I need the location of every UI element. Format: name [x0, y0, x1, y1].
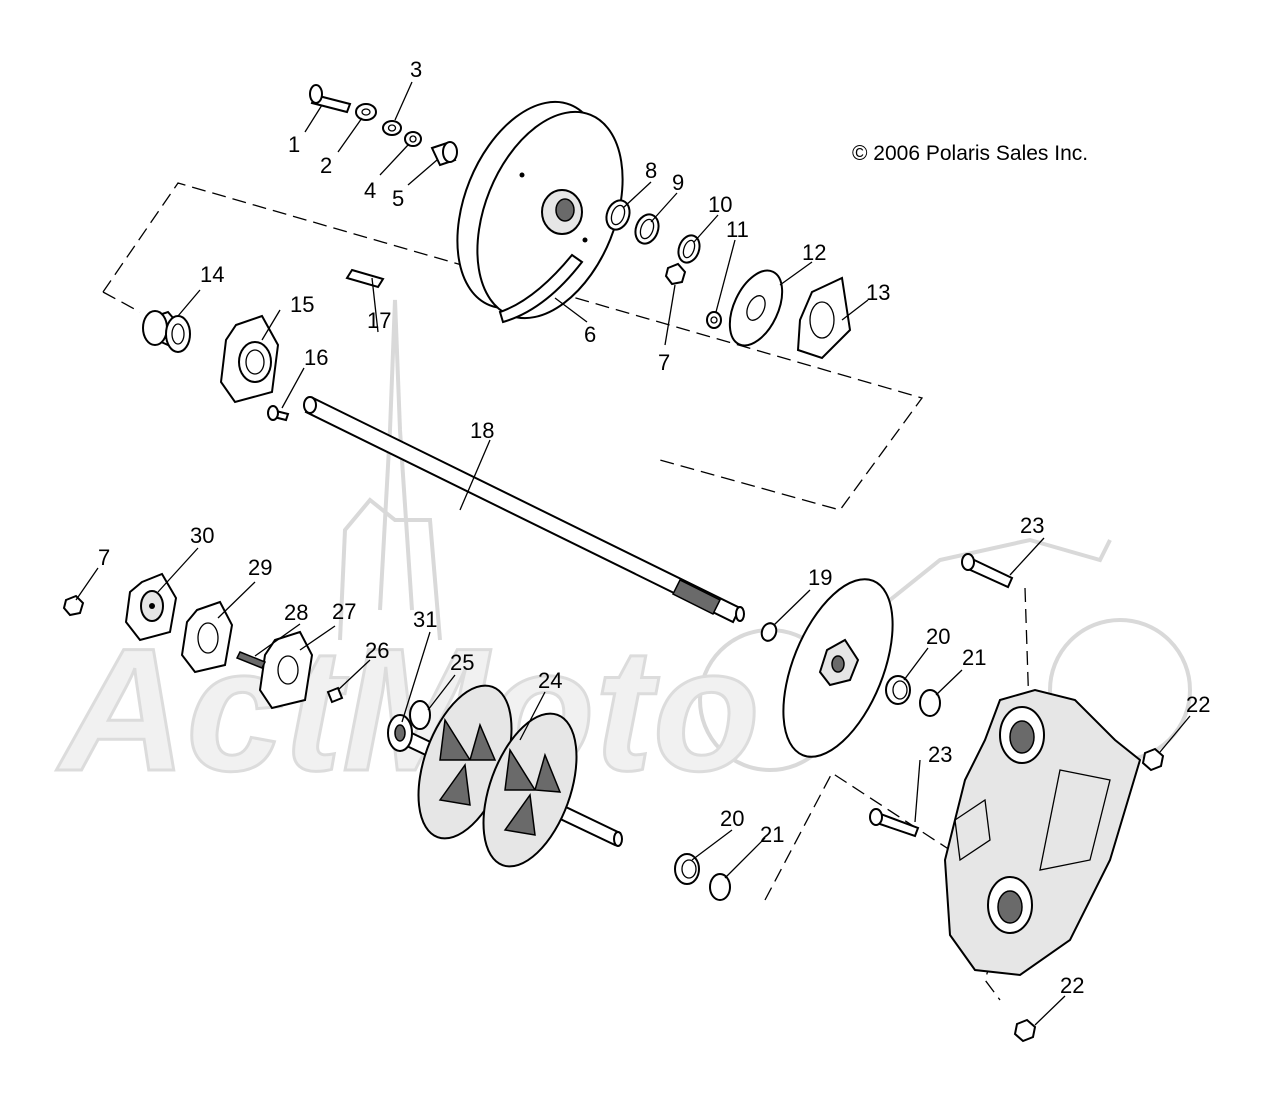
callout-26: 26 [365, 638, 389, 663]
callout-28: 28 [284, 600, 308, 625]
callout-30: 30 [190, 523, 214, 548]
part-27-flange [258, 630, 314, 710]
callout-22-lower: 22 [1060, 973, 1084, 998]
part-21-seal-upper [919, 689, 941, 717]
part-13-bearing-flange [796, 276, 852, 360]
callout-24: 24 [538, 668, 562, 693]
callout-17: 17 [367, 308, 391, 333]
part-22-nut-upper [1141, 747, 1165, 772]
part-20-bushing-lower [674, 853, 700, 885]
callout-numbers: 1 2 3 4 5 6 7 8 9 10 11 12 13 14 15 16 1… [98, 57, 1210, 998]
part-18-shaft [303, 396, 745, 624]
part-3-washer [382, 120, 402, 136]
part-9-ring [634, 213, 660, 245]
callout-3: 3 [410, 57, 422, 82]
part-30-cover [124, 572, 178, 642]
part-15-flange [219, 314, 280, 404]
part-24-drive-sprockets [388, 684, 623, 868]
part-26-plug [326, 686, 344, 704]
part-28-spring [235, 651, 267, 669]
callout-31: 31 [413, 607, 437, 632]
callout-16: 16 [304, 345, 328, 370]
callout-7-upper: 7 [658, 350, 670, 375]
callout-15: 15 [290, 292, 314, 317]
callout-20-upper: 20 [926, 624, 950, 649]
leader-lines [75, 81, 1191, 1026]
callout-10: 10 [708, 192, 732, 217]
part-23-bolt-upper [961, 553, 1014, 589]
driven-disc [782, 578, 894, 758]
callout-19: 19 [808, 565, 832, 590]
callout-14: 14 [200, 262, 224, 287]
callout-27: 27 [332, 599, 356, 624]
part-4-washer [404, 131, 422, 147]
callout-9: 9 [672, 170, 684, 195]
callout-25: 25 [450, 650, 474, 675]
callout-7-lower: 7 [98, 545, 110, 570]
part-17-key [345, 268, 385, 289]
callout-6: 6 [584, 322, 596, 347]
part-16-bolt [267, 405, 290, 422]
callout-23-upper: 23 [1020, 513, 1044, 538]
callout-22-upper: 22 [1186, 692, 1210, 717]
callout-8: 8 [645, 158, 657, 183]
part-14-bearing [142, 310, 191, 353]
callout-1: 1 [288, 132, 300, 157]
part-12-plate [728, 269, 784, 347]
part-31-bearing [387, 714, 413, 752]
part-20-bushing-upper [885, 675, 911, 705]
callout-20-lower: 20 [720, 806, 744, 831]
part-5-spacer [430, 141, 458, 167]
callout-21-upper: 21 [962, 645, 986, 670]
callout-23-lower: 23 [928, 742, 952, 767]
part-11-washer [706, 311, 722, 329]
watermark-text: ActMoto [56, 613, 760, 808]
callout-29: 29 [248, 555, 272, 580]
part-7-nut-upper [664, 262, 687, 286]
callout-11: 11 [726, 217, 749, 242]
callout-5: 5 [392, 186, 404, 211]
copyright-text: © 2006 Polaris Sales Inc. [852, 142, 1088, 165]
part-1-bolt [309, 84, 352, 114]
part-22-nut-lower [1013, 1018, 1037, 1043]
callout-12: 12 [802, 240, 826, 265]
watermark: ActMoto [55, 299, 1192, 810]
callout-4: 4 [364, 178, 376, 203]
assembly-dashed-lines [102, 182, 1031, 1001]
part-7-nut-lower [62, 594, 85, 617]
callout-2: 2 [320, 153, 332, 178]
part-6-chain-sprocket [456, 100, 624, 324]
callout-21-lower: 21 [760, 822, 784, 847]
part-29-gasket [180, 600, 234, 674]
part-21-seal-lower [709, 873, 731, 901]
callout-13: 13 [866, 280, 890, 305]
chaincase-housing [943, 688, 1142, 977]
part-2-washer [355, 103, 377, 121]
callout-18: 18 [470, 418, 494, 443]
part-23-bolt-lower [869, 808, 920, 838]
part-19-clip [760, 622, 778, 642]
part-25-collar [409, 700, 431, 730]
